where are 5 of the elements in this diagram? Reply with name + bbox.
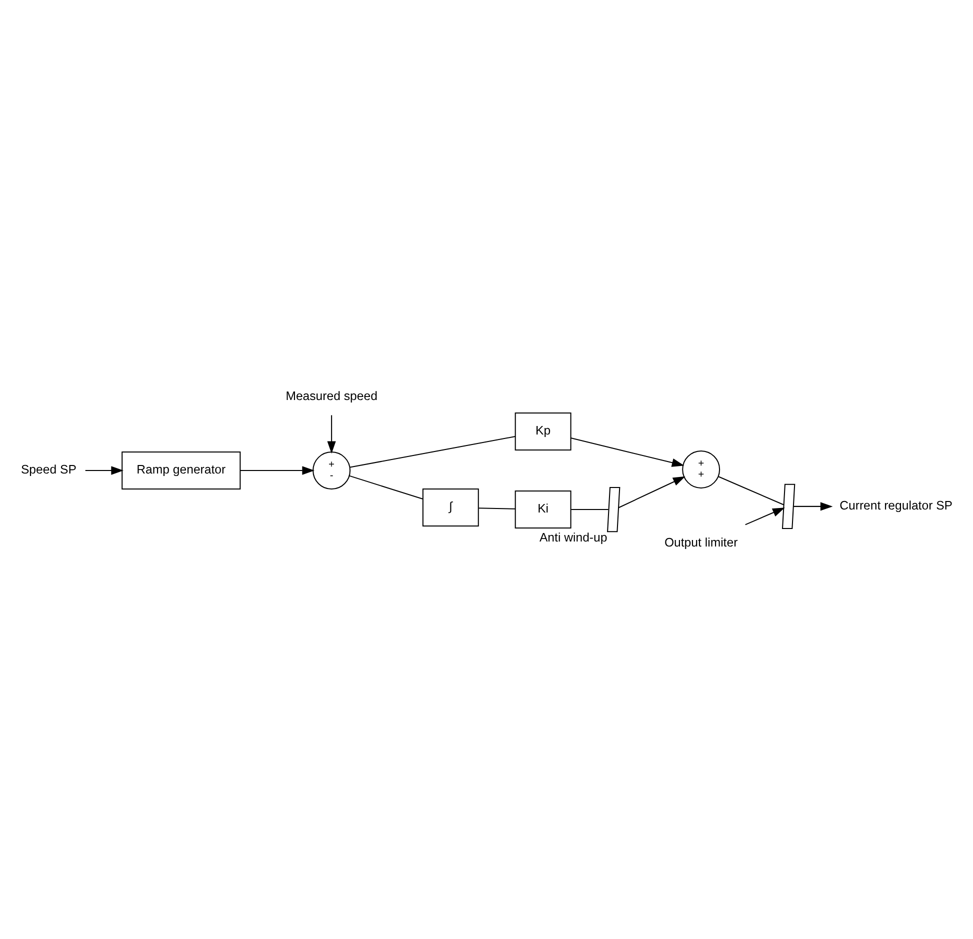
node-label: Anti wind-up (539, 530, 608, 544)
node-text: Current regulator SP (840, 498, 953, 512)
node-text: Output limiter (664, 535, 738, 550)
node-text: Speed SP (20, 462, 76, 476)
node-text: Measured speed (286, 388, 378, 402)
